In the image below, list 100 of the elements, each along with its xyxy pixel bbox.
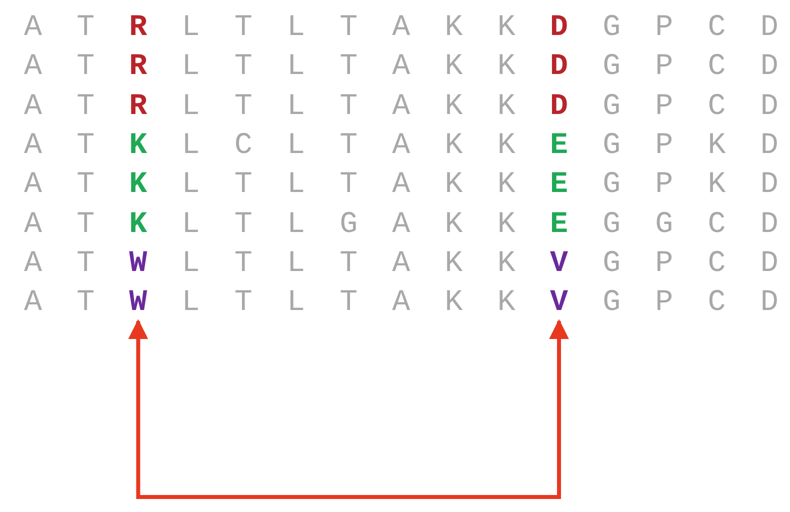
residue-letter: V — [548, 248, 569, 280]
residue-letter: T — [76, 12, 96, 44]
residue-letter: A — [391, 12, 412, 44]
residue-letter: T — [76, 51, 96, 84]
residue-letter: T — [338, 169, 359, 202]
residue-letter: L — [180, 208, 201, 240]
residue-letter: L — [180, 287, 201, 320]
residue-letter: A — [391, 208, 412, 240]
residue-letter: D — [759, 287, 780, 320]
residue-letter: K — [496, 287, 516, 320]
residue-letter: K — [496, 90, 516, 123]
residue-letter: K — [128, 130, 148, 162]
residue-letter: C — [706, 287, 727, 320]
residue-letter: L — [286, 12, 306, 44]
residue-letter: D — [759, 208, 780, 240]
residue-letter: D — [548, 90, 569, 123]
residue-letter: P — [654, 130, 674, 162]
residue-letter: A — [22, 12, 43, 44]
residue-letter: K — [128, 208, 148, 240]
residue-letter: T — [338, 51, 359, 84]
residue-letter: K — [444, 130, 464, 162]
residue-letter: G — [602, 287, 622, 320]
residue-letter: A — [22, 90, 43, 123]
residue-letter: P — [654, 169, 674, 202]
residue-letter: R — [128, 12, 148, 44]
residue-letter: A — [22, 169, 43, 202]
residue-letter: R — [128, 90, 148, 123]
residue-letter: K — [706, 130, 727, 162]
residue-letter: G — [602, 208, 622, 240]
residue-letter: D — [759, 130, 780, 162]
residue-letter: L — [286, 169, 306, 202]
residue-letter: G — [654, 208, 674, 240]
residue-letter: G — [602, 169, 622, 202]
residue-letter: K — [444, 90, 464, 123]
residue-letter: C — [706, 90, 727, 123]
residue-letter: G — [338, 208, 359, 240]
residue-letter: K — [496, 51, 516, 84]
residue-letter: T — [76, 169, 96, 202]
residue-letter: D — [759, 169, 780, 202]
residue-letter: K — [496, 12, 516, 44]
residue-letter: D — [548, 51, 569, 84]
residue-letter: R — [128, 51, 148, 84]
residue-letter: L — [180, 90, 201, 123]
residue-letter: T — [338, 130, 359, 162]
residue-letter: T — [233, 248, 254, 280]
residue-letter: A — [22, 248, 43, 280]
residue-letter: P — [654, 90, 674, 123]
residue-letter: T — [76, 208, 96, 240]
residue-letter: T — [233, 51, 254, 84]
residue-letter: A — [22, 130, 43, 162]
residue-letter: D — [548, 12, 569, 44]
bracket-arrow — [128, 319, 569, 499]
residue-letter: P — [654, 12, 674, 44]
residue-letter: K — [444, 287, 464, 320]
residue-letter: A — [22, 51, 43, 84]
residue-letter: T — [338, 90, 359, 123]
residue-letter: K — [706, 169, 727, 202]
residue-letter: L — [180, 51, 201, 84]
residue-letter: T — [76, 287, 96, 320]
residue-letter: L — [180, 130, 201, 162]
residue-letter: G — [602, 51, 622, 84]
residue-letter: K — [444, 169, 464, 202]
residue-letter: E — [548, 130, 569, 162]
residue-letter: L — [180, 169, 201, 202]
residue-letter: A — [391, 287, 412, 320]
residue-letter: T — [233, 169, 254, 202]
residue-letter: T — [233, 208, 254, 240]
residue-letter: P — [654, 248, 674, 280]
residue-letter: T — [233, 90, 254, 123]
residue-letter: L — [286, 90, 306, 123]
residue-letter: E — [548, 208, 569, 240]
residue-letter: T — [338, 287, 359, 320]
residue-letter: K — [444, 208, 464, 240]
residue-letter: A — [391, 90, 412, 123]
residue-letter: K — [444, 248, 464, 280]
residue-letter: L — [180, 248, 201, 280]
residue-letter: D — [759, 51, 780, 84]
residue-letter: T — [233, 12, 254, 44]
residue-letter: D — [759, 12, 780, 44]
residue-letter: G — [602, 248, 622, 280]
residue-letter: L — [286, 208, 306, 240]
residue-letter: T — [76, 90, 96, 123]
residue-letter: P — [654, 51, 674, 84]
residue-letter: A — [22, 208, 43, 240]
residue-letter: L — [286, 248, 306, 280]
residue-letter: K — [496, 248, 516, 280]
residue-letter: V — [544, 287, 574, 320]
residue-letter: A — [391, 248, 412, 280]
residue-letter: E — [548, 169, 569, 202]
residue-letter: K — [444, 12, 464, 44]
residue-letter: A — [391, 169, 412, 202]
residue-letter: K — [496, 169, 516, 202]
residue-letter: C — [706, 208, 727, 240]
residue-letter: C — [706, 12, 727, 44]
residue-letter: T — [233, 287, 254, 320]
residue-letter: L — [286, 287, 306, 320]
residue-letter: L — [180, 12, 201, 44]
residue-letter: G — [602, 130, 622, 162]
residue-letter: K — [496, 208, 516, 240]
residue-letter: P — [654, 287, 674, 320]
